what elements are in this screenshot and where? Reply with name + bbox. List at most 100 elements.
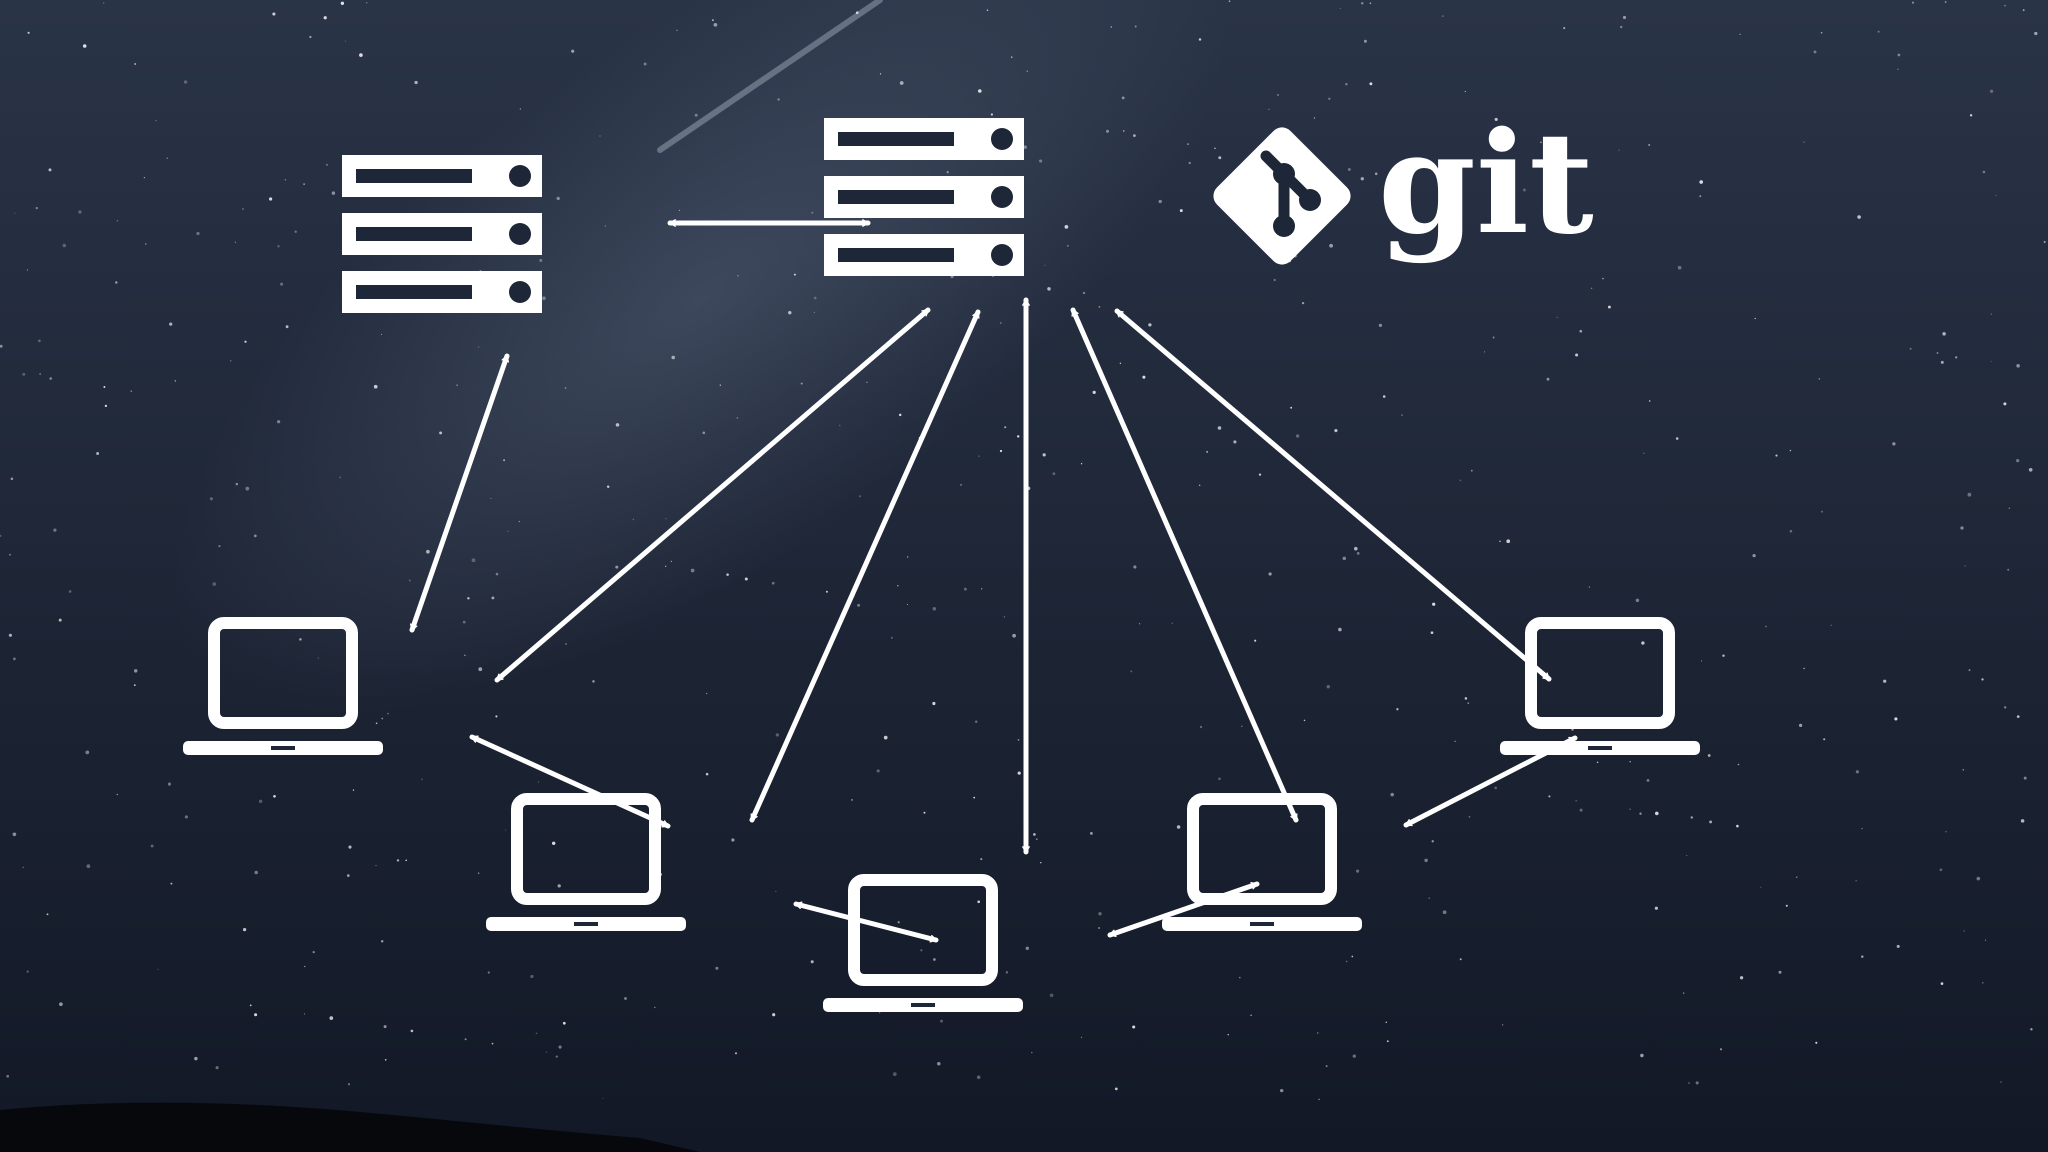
star [734, 1052, 738, 1055]
star [1187, 143, 1190, 146]
star [772, 1013, 776, 1017]
star [1719, 1048, 1723, 1051]
star [1820, 31, 1823, 34]
star [1138, 623, 1141, 625]
laptop-far-right-node [1500, 617, 1700, 755]
star [503, 459, 506, 462]
star [134, 62, 137, 66]
star [654, 1006, 656, 1009]
star [495, 572, 499, 576]
star [643, 62, 647, 66]
star [2043, 240, 2046, 244]
star [1012, 633, 1016, 638]
star [1035, 838, 1038, 841]
star [825, 590, 828, 593]
star [1339, 7, 1341, 10]
star [1737, 763, 1740, 766]
star [174, 380, 177, 382]
star [1356, 869, 1360, 873]
laptop-mid-right-node [1162, 793, 1362, 931]
star [1233, 440, 1237, 444]
star [898, 413, 902, 417]
star [1360, 177, 1364, 181]
star [155, 119, 157, 122]
star [1318, 1098, 1320, 1101]
star [381, 717, 384, 720]
star [1334, 429, 1338, 433]
star [775, 890, 777, 892]
server-led [509, 165, 531, 187]
star [1989, 89, 1994, 93]
star [215, 1066, 219, 1070]
star [299, 638, 302, 641]
laptop-notch [271, 746, 295, 750]
star [1295, 434, 1300, 438]
star [1707, 754, 1711, 757]
star [381, 333, 383, 335]
star [1778, 970, 1782, 974]
star [1158, 199, 1162, 204]
star [1432, 602, 1436, 606]
star [1765, 625, 1767, 628]
star [555, 1055, 558, 1058]
star [1686, 854, 1688, 857]
star [1133, 134, 1136, 137]
star [1382, 395, 1386, 398]
star [604, 225, 606, 227]
star [26, 269, 29, 271]
star [1250, 1014, 1252, 1017]
star [530, 974, 534, 979]
network-nodes [183, 118, 1700, 1012]
star [1342, 556, 1347, 561]
star [788, 311, 792, 315]
star [323, 16, 327, 20]
star [1098, 912, 1102, 916]
star [665, 518, 667, 520]
star [624, 997, 627, 1000]
star [1877, 30, 1880, 33]
star [606, 485, 610, 488]
star [1736, 824, 1739, 828]
star [1967, 492, 1972, 497]
star [519, 108, 521, 110]
star [269, 197, 273, 201]
star [1596, 761, 1599, 764]
star [1354, 546, 1358, 551]
star [891, 637, 893, 639]
star [1459, 958, 1462, 961]
star [1217, 426, 1222, 430]
star [254, 1013, 258, 1017]
star [2008, 507, 2010, 509]
star [1268, 572, 1272, 576]
star [1052, 472, 1056, 476]
star [866, 381, 868, 383]
star [1239, 976, 1241, 979]
star [571, 49, 575, 53]
star [932, 606, 937, 611]
star [1855, 770, 1859, 774]
star [426, 549, 430, 554]
star [615, 565, 619, 569]
star [963, 587, 967, 591]
star [736, 417, 738, 419]
star [1378, 323, 1383, 328]
star [883, 735, 888, 740]
star [1677, 265, 1682, 270]
star [1909, 347, 1912, 350]
star [303, 1013, 306, 1015]
star [726, 573, 729, 576]
star [676, 29, 678, 31]
star [254, 870, 258, 875]
star [277, 245, 280, 248]
star [1896, 944, 1900, 948]
star [690, 568, 695, 573]
star [35, 206, 38, 210]
laptop-center-node [823, 874, 1023, 1012]
star [405, 859, 408, 862]
star [1004, 426, 1007, 429]
star [348, 845, 352, 849]
star [1369, 82, 1373, 86]
star [487, 971, 490, 974]
star [976, 1075, 981, 1080]
star [48, 168, 52, 172]
